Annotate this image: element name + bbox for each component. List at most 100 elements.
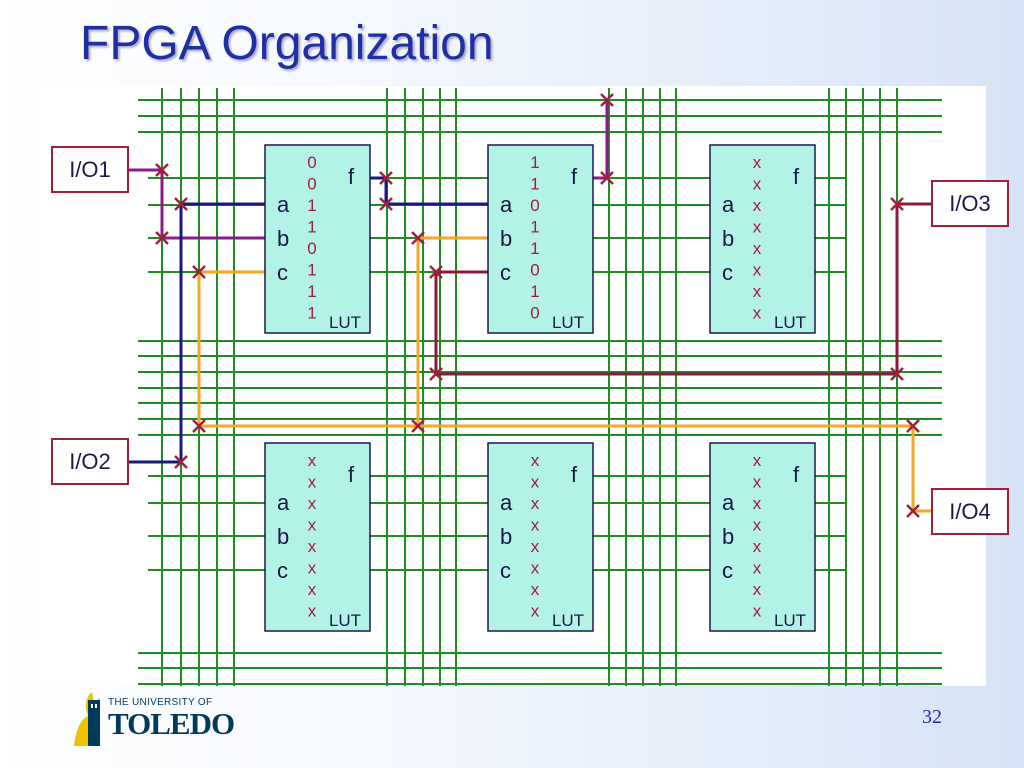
lut-input-c: c (277, 558, 288, 583)
connection-f1-a2 (370, 176, 488, 206)
lut-config-bit: x (753, 602, 762, 621)
lut-box (709, 442, 816, 632)
switch-stroke (600, 171, 614, 185)
switch-stroke (906, 504, 920, 518)
lut-config-bit: x (308, 580, 317, 599)
connection-io3-c2 (434, 202, 932, 376)
connection-b-lut2 (416, 236, 488, 426)
lut-input-a: a (500, 192, 513, 217)
io-pin-io1: I/O1 (51, 146, 129, 193)
switch-stroke (155, 163, 169, 177)
lut-config-bit: 0 (530, 196, 539, 215)
io-label: I/O4 (949, 499, 991, 524)
io-pin-io2: I/O2 (51, 438, 129, 485)
lut-config-bit: x (753, 580, 762, 599)
university-logo: THE UNIVERSITY OF TOLEDO (70, 688, 250, 750)
connection-io1-b (128, 168, 265, 240)
lut-config-bit: x (308, 559, 317, 578)
lut-box (264, 144, 371, 334)
lut-config-bit: x (531, 473, 540, 492)
lut-box (709, 144, 816, 334)
lut-config-bit: x (753, 494, 762, 513)
switch-stroke (174, 197, 188, 211)
lut-config-bit: 1 (530, 218, 539, 237)
lut-config-bit: x (753, 537, 762, 556)
lut-config-bit: 1 (307, 218, 316, 237)
lut-input-c: c (277, 260, 288, 285)
lut-config-bit: x (753, 473, 762, 492)
switch-stroke (890, 197, 904, 211)
lut-config-bit: 0 (530, 304, 539, 323)
lut-tag: LUT (552, 313, 584, 332)
switch-stroke (192, 419, 206, 433)
lut-output-label: f (793, 164, 800, 189)
lut-config-bit: x (753, 516, 762, 535)
lut-tag: LUT (329, 611, 361, 630)
lut-input-b: b (722, 524, 734, 549)
switch-x-icon (379, 197, 393, 211)
io-box (931, 488, 1009, 535)
switch-x-icon (906, 504, 920, 518)
switch-x-icon (890, 367, 904, 381)
switch-x-icon (411, 231, 425, 245)
lut-config-bit: x (753, 196, 762, 215)
lut-config-bit: x (753, 451, 762, 470)
lut-config-bit: 1 (307, 304, 316, 323)
lut-tag: LUT (552, 611, 584, 630)
lut-config-bit: 1 (530, 239, 539, 258)
lut-input-c: c (500, 558, 511, 583)
switch-stroke (379, 197, 393, 211)
lut-config-bit: x (753, 239, 762, 258)
lut-config-bit: x (753, 282, 762, 301)
io-box (51, 146, 129, 193)
switch-x-icon (174, 197, 188, 211)
switch-x-icon (155, 231, 169, 245)
switch-x-icon (600, 93, 614, 107)
lut-input-c: c (500, 260, 511, 285)
lut-output-label: f (571, 164, 578, 189)
switch-stroke (192, 265, 206, 279)
lut-config-bit: 0 (307, 175, 316, 194)
io-box (51, 438, 129, 485)
lut-config-bit: x (531, 602, 540, 621)
lut-box (487, 442, 594, 632)
switch-x-icon (890, 197, 904, 211)
lut-input-b: b (277, 524, 289, 549)
connection-io2-a (128, 202, 265, 464)
lut-input-c: c (722, 558, 733, 583)
switch-stroke (906, 419, 920, 433)
io-label: I/O2 (69, 449, 111, 474)
lut-config-bit: x (308, 602, 317, 621)
lut-input-b: b (500, 226, 512, 251)
logo-university-of: THE UNIVERSITY OF (108, 697, 213, 708)
tower-logo-icon (74, 692, 100, 746)
lut-input-a: a (722, 192, 735, 217)
lut-output-label: f (571, 462, 578, 487)
lut-config-bit: x (531, 494, 540, 513)
switch-x-icon (174, 455, 188, 469)
switch-x-icon (429, 265, 443, 279)
lut-config-bit: x (753, 261, 762, 280)
lut-tag: LUT (329, 313, 361, 332)
lut-config-bit: 1 (307, 196, 316, 215)
connection-io4 (199, 424, 932, 513)
lut-input-a: a (500, 490, 513, 515)
lut-input-b: b (722, 226, 734, 251)
lut-config-bit: x (753, 304, 762, 323)
lut-input-a: a (722, 490, 735, 515)
lut-config-bit: 1 (307, 261, 316, 280)
switch-stroke (155, 231, 169, 245)
io-box (931, 180, 1009, 227)
switch-stroke (600, 93, 614, 107)
lut-config-bit: x (753, 153, 762, 172)
switch-stroke (411, 419, 425, 433)
switch-stroke (174, 455, 188, 469)
lut-input-b: b (277, 226, 289, 251)
lut-config-bit: x (308, 451, 317, 470)
